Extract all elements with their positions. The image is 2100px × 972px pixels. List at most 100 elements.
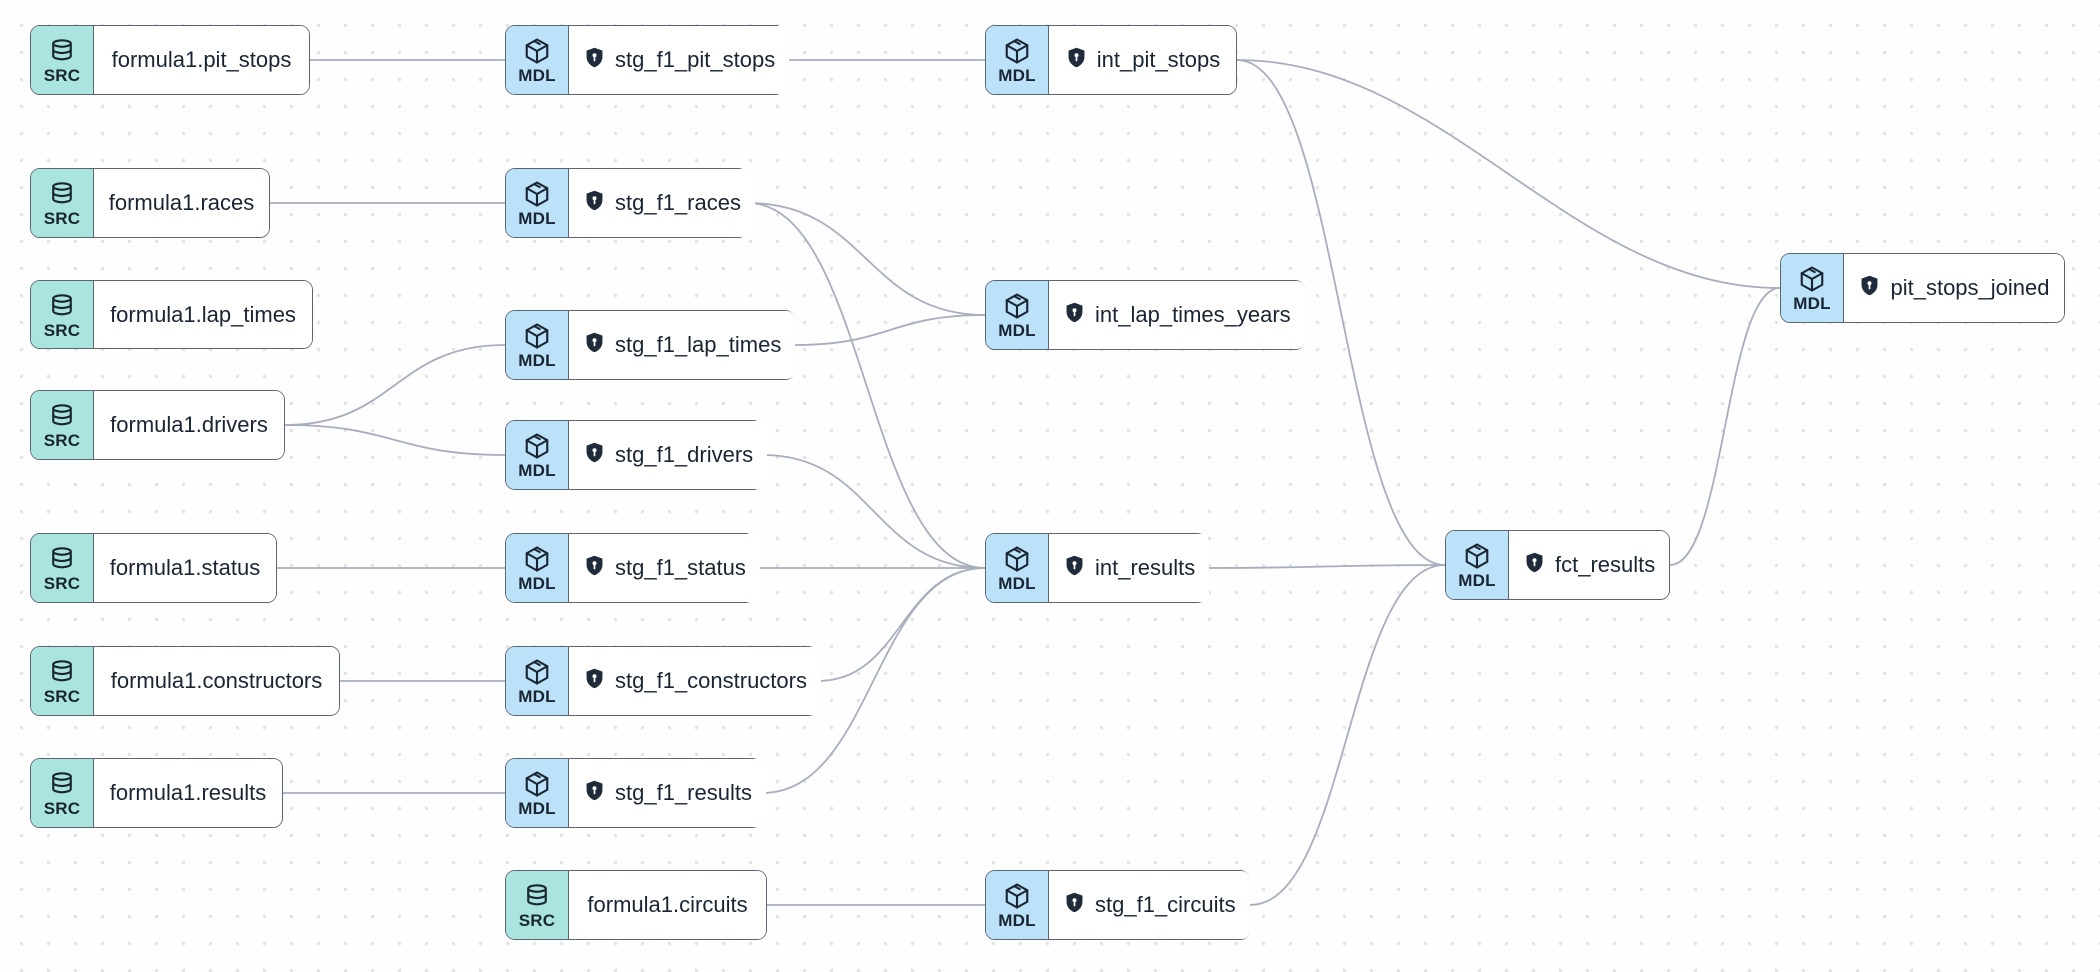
shield-icon <box>1063 554 1086 582</box>
node-content: formula1.pit_stops <box>94 26 309 94</box>
node-label: formula1.results <box>109 780 267 805</box>
node-type-badge: MDL <box>986 281 1049 349</box>
node-src_races[interactable]: SRC formula1.races <box>30 168 270 238</box>
node-int_lap_times_years[interactable]: MDL int_lap_times_years <box>985 280 1305 350</box>
node-label: formula1.drivers <box>110 412 268 437</box>
node-stg_constructors[interactable]: MDL stg_f1_constructors <box>505 646 821 716</box>
node-stg_races[interactable]: MDL stg_f1_races <box>505 168 755 238</box>
node-type-label: SRC <box>43 687 81 706</box>
cube-icon <box>522 321 552 351</box>
node-type-badge: MDL <box>986 871 1049 939</box>
edge-src_drivers-stg_lap_times <box>284 344 506 426</box>
edge-stg_lap_times-int_lap_times_years <box>794 314 986 346</box>
cube-icon <box>1002 36 1032 66</box>
node-fct_results[interactable]: MDL fct_results <box>1445 530 1670 600</box>
node-stg_status[interactable]: MDL stg_f1_status <box>505 533 760 603</box>
node-stg_circuits[interactable]: MDL stg_f1_circuits <box>985 870 1250 940</box>
node-content: formula1.constructors <box>94 647 339 715</box>
node-content: stg_f1_circuits <box>1049 871 1250 939</box>
node-type-badge: MDL <box>506 759 569 827</box>
node-label: formula1.lap_times <box>110 301 296 327</box>
cube-icon <box>1002 291 1032 321</box>
node-label: stg_f1_status <box>615 555 746 580</box>
node-label: int_lap_times_years <box>1095 302 1291 327</box>
node-type-label: SRC <box>43 574 81 593</box>
cube-icon <box>522 36 552 66</box>
node-stg_results[interactable]: MDL stg_f1_results <box>505 758 766 828</box>
node-content: formula1.drivers <box>94 391 284 459</box>
node-int_pit_stops[interactable]: MDL int_pit_stops <box>985 25 1237 95</box>
node-content: stg_f1_results <box>569 759 766 827</box>
node-stg_drivers[interactable]: MDL stg_f1_drivers <box>505 420 768 490</box>
node-type-badge: MDL <box>506 534 569 602</box>
node-src_status[interactable]: SRC formula1.status <box>30 533 277 603</box>
database-icon <box>47 544 77 574</box>
edge-stg_races-int_results <box>747 202 986 569</box>
cube-icon <box>1462 541 1492 571</box>
node-label: stg_f1_drivers <box>615 442 754 467</box>
cube-icon <box>522 769 552 799</box>
node-type-label: MDL <box>998 574 1036 593</box>
edge-stg_constructors-int_results <box>817 567 986 682</box>
node-content: stg_f1_status <box>569 534 760 602</box>
node-src_drivers[interactable]: SRC formula1.drivers <box>30 390 285 460</box>
database-icon <box>47 657 77 687</box>
node-content: pit_stops_joined <box>1844 254 2064 322</box>
node-content: formula1.lap_times <box>94 281 312 348</box>
node-content: formula1.status <box>94 534 276 602</box>
node-type-label: SRC <box>518 911 556 930</box>
node-label: stg_f1_constructors <box>615 668 807 693</box>
node-label: formula1.races <box>108 190 255 215</box>
node-type-label: MDL <box>518 799 556 818</box>
node-src_circuits[interactable]: SRC formula1.circuits <box>505 870 767 940</box>
node-type-label: MDL <box>518 461 556 480</box>
node-src_constructors[interactable]: SRC formula1.constructors <box>30 646 340 716</box>
node-type-badge: SRC <box>31 759 94 827</box>
node-type-label: SRC <box>43 320 81 340</box>
node-type-label: SRC <box>43 431 81 450</box>
node-type-badge: SRC <box>31 26 94 94</box>
node-label: stg_f1_circuits <box>1095 892 1236 917</box>
edge-int_pit_stops-pit_stops_joined <box>1236 59 1781 289</box>
node-pit_stops_joined[interactable]: MDL pit_stops_joined <box>1780 253 2065 323</box>
node-type-label: MDL <box>998 321 1036 340</box>
node-type-label: SRC <box>43 209 81 228</box>
shield-icon <box>1858 274 1881 302</box>
node-stg_lap_times[interactable]: MDL stg_f1_lap_times <box>505 310 796 380</box>
node-stg_pit_stops[interactable]: MDL stg_f1_pit_stops <box>505 25 790 95</box>
cube-icon <box>522 179 552 209</box>
node-type-badge: MDL <box>1781 254 1844 322</box>
edge-fct_results-pit_stops_joined <box>1669 287 1781 566</box>
node-type-badge: SRC <box>31 534 94 602</box>
edge-src_drivers-stg_drivers <box>284 424 506 456</box>
node-type-badge: SRC <box>31 169 94 237</box>
node-content: formula1.circuits <box>569 871 766 939</box>
node-type-badge: MDL <box>986 534 1049 602</box>
node-content: fct_results <box>1509 531 1670 599</box>
shield-icon <box>583 189 606 217</box>
shield-icon <box>583 667 606 695</box>
cube-icon <box>522 657 552 687</box>
node-type-label: SRC <box>43 799 81 818</box>
node-type-label: MDL <box>1458 571 1496 590</box>
node-type-label: MDL <box>998 66 1036 85</box>
edge-stg_circuits-fct_results <box>1249 564 1446 906</box>
node-int_results[interactable]: MDL int_results <box>985 533 1210 603</box>
node-src_results[interactable]: SRC formula1.results <box>30 758 283 828</box>
node-type-label: MDL <box>518 209 556 228</box>
cube-icon <box>1002 544 1032 574</box>
node-content: stg_f1_drivers <box>569 421 768 489</box>
node-type-badge: SRC <box>31 391 94 459</box>
node-type-label: MDL <box>518 687 556 706</box>
node-src_lap_times[interactable]: SRC formula1.lap_times <box>30 280 313 349</box>
node-type-label: MDL <box>1793 294 1831 313</box>
node-type-badge: SRC <box>31 647 94 715</box>
database-icon <box>47 291 77 321</box>
node-type-badge: MDL <box>986 26 1049 94</box>
node-type-label: MDL <box>998 911 1036 930</box>
shield-icon <box>583 46 606 74</box>
node-content: stg_f1_pit_stops <box>569 26 790 94</box>
